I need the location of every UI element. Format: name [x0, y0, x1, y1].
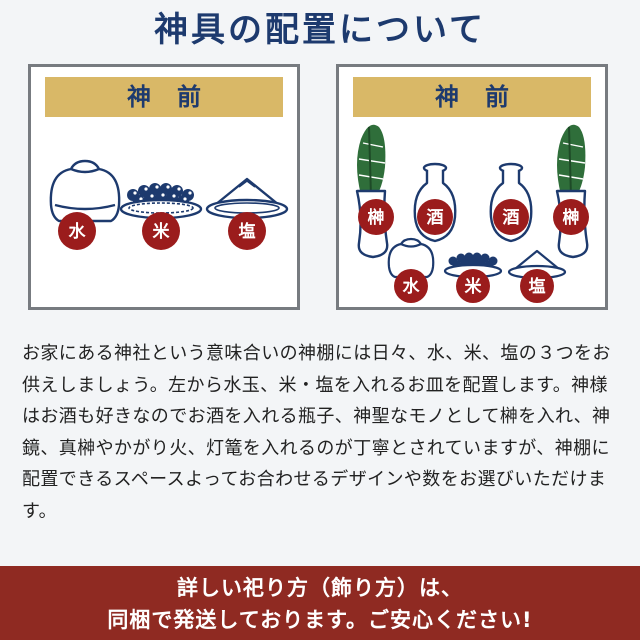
badge-sakaki-right: 榊 [553, 199, 589, 235]
right-panel-illustration: 榊 酒 酒 榊 水 米 塩 [355, 124, 589, 303]
left-panel-header: 神前 [45, 77, 283, 117]
right-panel-header: 神前 [353, 77, 591, 117]
description-paragraph: お家にある神社という意味合いの神棚には日々、水、米、塩の３つをお供えしましょう。… [22, 343, 611, 522]
badge-water-label: 水 [403, 276, 421, 297]
badge-water: 水 [394, 269, 428, 303]
sakaki-vase-icon [555, 124, 589, 259]
badge-sakaki-left-label: 榊 [368, 207, 385, 228]
footer-line-1: 詳しい祀り方（飾り方）は、 [177, 576, 463, 600]
rice-dish-icon [119, 183, 203, 220]
badge-water: 水 [58, 212, 96, 250]
page-title: 神具の配置について [154, 10, 486, 50]
badge-salt-label: 塩 [529, 276, 546, 297]
badge-rice-label: 米 [465, 276, 483, 297]
badge-salt: 塩 [228, 212, 266, 250]
sakaki-vase-icon [355, 124, 389, 259]
badge-sake-left: 酒 [417, 199, 453, 235]
footer-line-2: 同梱で発送しております。ご安心ください! [107, 608, 533, 632]
right-panel: 神前 [336, 64, 608, 310]
badge-salt: 塩 [520, 269, 554, 303]
badge-sakaki-left: 榊 [358, 199, 394, 235]
badge-sake-right-label: 酒 [503, 207, 520, 228]
badge-sake-left-label: 酒 [427, 207, 444, 228]
badge-rice: 米 [456, 269, 490, 303]
badge-salt-label: 塩 [239, 221, 256, 242]
left-panel: 神前 [28, 64, 300, 310]
badge-sakaki-right-label: 榊 [563, 207, 580, 228]
badge-rice: 米 [142, 212, 180, 250]
left-panel-illustration: 水 米 塩 [49, 159, 289, 250]
badge-water-label: 水 [69, 221, 87, 242]
badge-rice-label: 米 [153, 221, 171, 242]
footer-banner: 詳しい祀り方（飾り方）は、 同梱で発送しております。ご安心ください! [0, 566, 640, 640]
badge-sake-right: 酒 [493, 199, 529, 235]
water-jar-icon [49, 159, 121, 223]
